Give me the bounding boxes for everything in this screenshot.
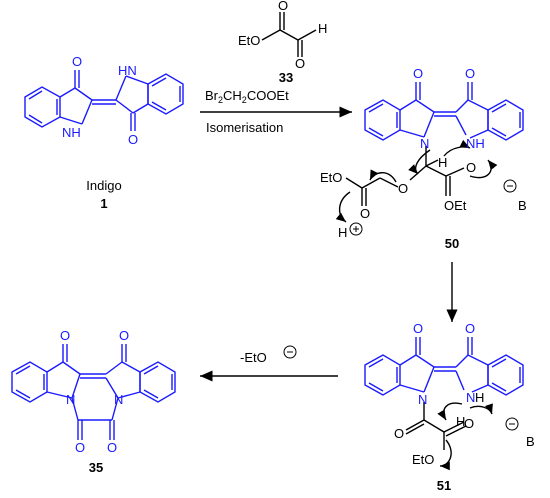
int50-nh: NH xyxy=(466,136,485,151)
plus-charge-icon xyxy=(349,222,363,236)
o-label: O xyxy=(413,321,423,336)
int51-h: H xyxy=(456,414,465,429)
int51-base: B xyxy=(526,434,535,449)
int51-nh: N xyxy=(466,390,475,405)
n-label: N xyxy=(114,392,123,407)
int50-ether-o: O xyxy=(398,181,408,196)
minus-charge-icon xyxy=(505,417,519,431)
int50-base: B xyxy=(518,198,527,213)
o-label: O xyxy=(128,132,138,147)
elimination-label: -EtO xyxy=(240,350,267,365)
indigo-nh-bottom: NH xyxy=(62,125,81,140)
glyoxylate-eto: EtO xyxy=(238,33,260,48)
int50-proton: H xyxy=(338,225,347,240)
intermediate-51-substituent xyxy=(405,402,493,471)
bromo-reagent: Br2CH2COOEt xyxy=(205,88,289,105)
indigo-nh-top: HN xyxy=(118,63,137,78)
compound-number-35: 35 xyxy=(89,460,103,475)
intermediate-50-substituent xyxy=(335,139,498,223)
int51-n: N xyxy=(418,392,427,407)
isomerisation-label: Isomerisation xyxy=(206,120,283,135)
minus-charge-icon xyxy=(283,345,297,359)
o-label: O xyxy=(465,321,475,336)
glyoxylate-h: H xyxy=(318,21,327,36)
compound-number-33: 33 xyxy=(279,70,293,85)
int51-nh-h: H xyxy=(475,390,484,405)
compound-number-51: 51 xyxy=(437,478,451,493)
o-label: O xyxy=(464,416,474,431)
int51-eto: EtO xyxy=(412,452,434,467)
o-label: O xyxy=(75,440,85,455)
minus-charge-icon xyxy=(503,179,517,193)
product-35-structure xyxy=(11,344,176,440)
o-label: O xyxy=(394,426,404,441)
o-label: O xyxy=(413,66,423,81)
o-label: O xyxy=(465,66,475,81)
o-label: O xyxy=(466,160,476,175)
indigo-structure xyxy=(24,70,184,131)
intermediate-51-structure xyxy=(364,337,524,396)
o-label: O xyxy=(60,328,70,343)
o-label: O xyxy=(360,206,370,221)
int50-n: N xyxy=(420,136,429,151)
indigo-name: Indigo xyxy=(86,178,121,193)
o-label: O xyxy=(278,0,288,13)
o-label: O xyxy=(119,328,129,343)
int50-h: H xyxy=(438,155,447,170)
reagent-33 xyxy=(261,12,317,57)
compound-number-1: 1 xyxy=(100,196,107,211)
int50-ester-left: EtO xyxy=(320,170,342,185)
o-label: O xyxy=(72,54,82,69)
intermediate-50-structure xyxy=(364,82,524,141)
o-label: O xyxy=(295,56,305,71)
n-label: N xyxy=(66,392,75,407)
compound-number-50: 50 xyxy=(445,236,459,251)
o-label: O xyxy=(107,440,117,455)
int50-ester-right: OEt xyxy=(444,198,467,213)
